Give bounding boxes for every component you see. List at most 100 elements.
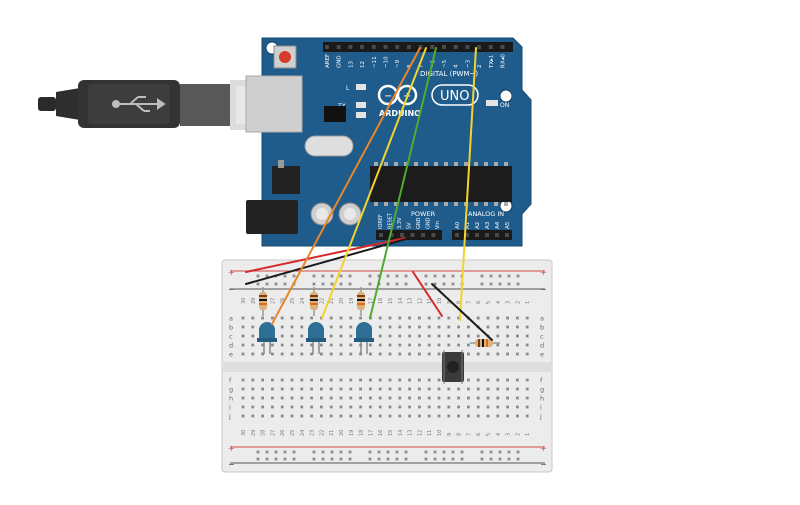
breadboard-hole[interactable] — [398, 396, 402, 400]
rail-hole[interactable] — [283, 274, 287, 278]
breadboard-hole[interactable] — [251, 334, 255, 338]
rail-hole[interactable] — [377, 457, 381, 461]
breadboard-hole[interactable] — [251, 316, 255, 320]
breadboard-hole[interactable] — [378, 325, 382, 329]
breadboard-hole[interactable] — [280, 405, 284, 409]
breadboard-hole[interactable] — [418, 378, 421, 382]
breadboard-hole[interactable] — [506, 387, 509, 391]
rail-hole[interactable] — [489, 274, 493, 278]
breadboard-hole[interactable] — [398, 325, 402, 329]
breadboard-hole[interactable] — [437, 378, 441, 382]
breadboard-hole[interactable] — [349, 343, 353, 347]
rail-hole[interactable] — [292, 450, 296, 454]
resistor[interactable] — [310, 287, 318, 316]
header-pin[interactable] — [389, 233, 394, 237]
breadboard-hole[interactable] — [261, 343, 264, 347]
rail-hole[interactable] — [348, 457, 352, 461]
rail-hole[interactable] — [480, 274, 484, 278]
breadboard-hole[interactable] — [398, 378, 402, 382]
breadboard-hole[interactable] — [329, 343, 333, 347]
rail-hole[interactable] — [442, 457, 446, 461]
breadboard-hole[interactable] — [261, 387, 264, 391]
breadboard-hole[interactable] — [300, 325, 304, 329]
wire-orange[interactable] — [271, 47, 421, 325]
rail-hole[interactable] — [395, 450, 399, 454]
wire-green[interactable] — [369, 47, 437, 319]
breadboard-hole[interactable] — [418, 396, 421, 400]
rail-hole[interactable] — [404, 282, 408, 286]
breadboard-hole[interactable] — [418, 334, 421, 338]
breadboard-hole[interactable] — [476, 334, 480, 338]
breadboard-hole[interactable] — [467, 334, 470, 338]
rail-hole[interactable] — [274, 450, 278, 454]
breadboard-hole[interactable] — [447, 414, 451, 418]
breadboard-hole[interactable] — [329, 316, 333, 320]
breadboard-hole[interactable] — [437, 405, 441, 409]
breadboard-hole[interactable] — [261, 378, 264, 382]
breadboard-hole[interactable] — [408, 396, 411, 400]
breadboard-hole[interactable] — [457, 325, 460, 329]
rail-hole[interactable] — [424, 274, 428, 278]
breadboard-hole[interactable] — [427, 396, 431, 400]
breadboard-hole[interactable] — [496, 325, 500, 329]
rail-hole[interactable] — [330, 450, 334, 454]
breadboard-hole[interactable] — [241, 405, 245, 409]
rail-hole[interactable] — [368, 457, 372, 461]
breadboard-hole[interactable] — [241, 334, 245, 338]
breadboard-hole[interactable] — [427, 414, 431, 418]
rail-hole[interactable] — [377, 450, 381, 454]
breadboard-hole[interactable] — [320, 396, 323, 400]
breadboard-hole[interactable] — [339, 414, 343, 418]
breadboard-hole[interactable] — [241, 325, 245, 329]
breadboard-hole[interactable] — [496, 396, 500, 400]
led[interactable] — [257, 322, 277, 354]
breadboard-hole[interactable] — [251, 378, 255, 382]
breadboard-hole[interactable] — [290, 387, 294, 391]
breadboard-hole[interactable] — [457, 396, 460, 400]
breadboard-hole[interactable] — [388, 414, 392, 418]
header-pin[interactable] — [325, 45, 329, 49]
breadboard-hole[interactable] — [349, 396, 353, 400]
breadboard-hole[interactable] — [300, 316, 304, 320]
breadboard-hole[interactable] — [290, 325, 294, 329]
breadboard-hole[interactable] — [476, 414, 480, 418]
breadboard-hole[interactable] — [447, 405, 451, 409]
rail-hole[interactable] — [274, 282, 278, 286]
rail-hole[interactable] — [312, 457, 316, 461]
breadboard-hole[interactable] — [418, 352, 421, 356]
breadboard-hole[interactable] — [378, 316, 382, 320]
breadboard-hole[interactable] — [525, 396, 529, 400]
breadboard-hole[interactable] — [388, 387, 392, 391]
breadboard-hole[interactable] — [280, 334, 284, 338]
breadboard-hole[interactable] — [349, 316, 353, 320]
header-pin[interactable] — [453, 45, 458, 49]
breadboard-hole[interactable] — [525, 334, 529, 338]
breadboard-hole[interactable] — [339, 396, 343, 400]
resistor[interactable] — [470, 339, 500, 347]
breadboard-hole[interactable] — [476, 352, 480, 356]
rail-hole[interactable] — [433, 274, 437, 278]
breadboard-hole[interactable] — [261, 414, 264, 418]
breadboard-hole[interactable] — [329, 325, 333, 329]
header-pin[interactable] — [418, 45, 423, 49]
breadboard-hole[interactable] — [300, 352, 304, 356]
breadboard-hole[interactable] — [486, 414, 490, 418]
header-pin[interactable] — [500, 45, 505, 49]
rail-hole[interactable] — [451, 457, 455, 461]
rail-hole[interactable] — [451, 450, 455, 454]
breadboard-hole[interactable] — [496, 343, 500, 347]
breadboard-hole[interactable] — [310, 378, 313, 382]
header-pin[interactable] — [442, 45, 446, 49]
breadboard-hole[interactable] — [486, 316, 490, 320]
rail-hole[interactable] — [433, 457, 437, 461]
breadboard-hole[interactable] — [388, 334, 392, 338]
breadboard-hole[interactable] — [408, 352, 411, 356]
breadboard-hole[interactable] — [251, 396, 255, 400]
breadboard-hole[interactable] — [241, 316, 245, 320]
breadboard-hole[interactable] — [280, 316, 284, 320]
rail-hole[interactable] — [498, 274, 502, 278]
breadboard-hole[interactable] — [398, 414, 402, 418]
rail-hole[interactable] — [321, 274, 325, 278]
led[interactable] — [354, 322, 374, 354]
rail-hole[interactable] — [283, 457, 287, 461]
